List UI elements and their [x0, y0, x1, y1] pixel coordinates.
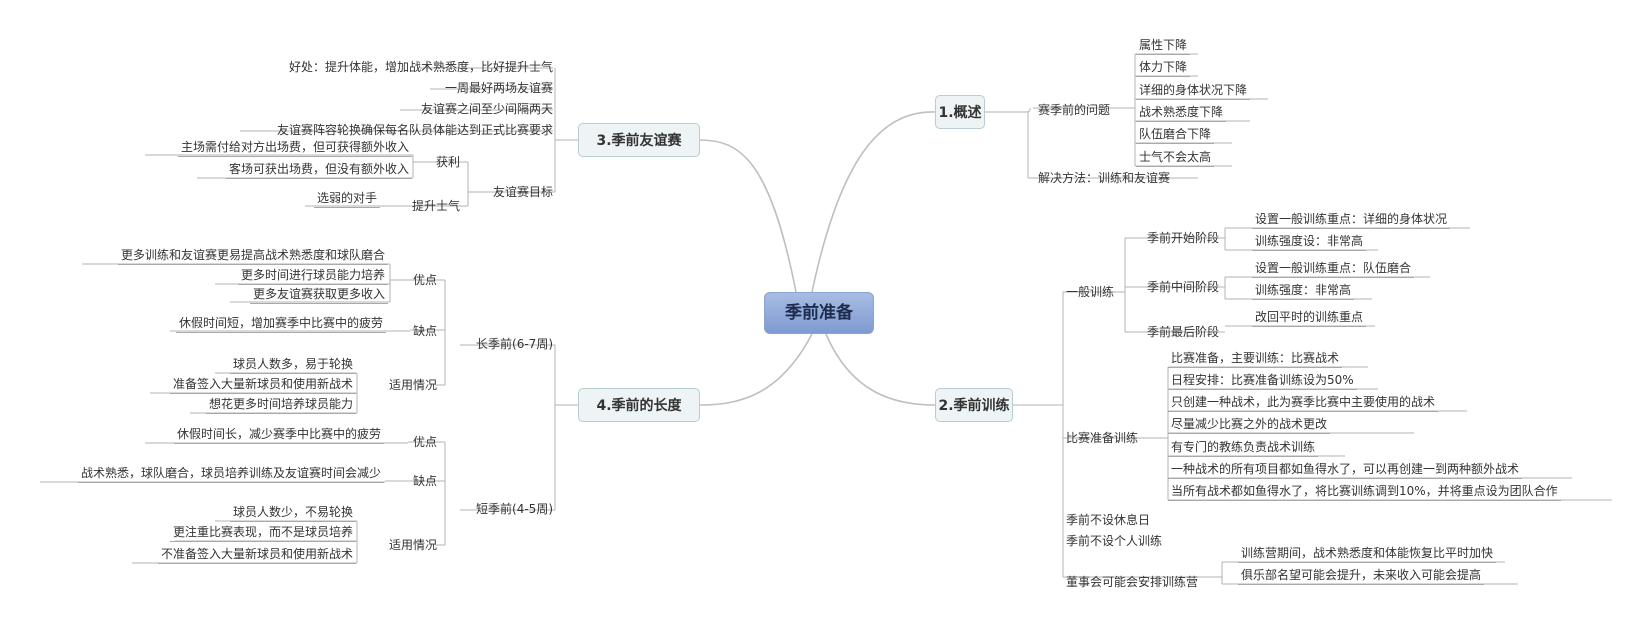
long-pros[interactable]: 优点	[412, 273, 437, 287]
match-item[interactable]: 比赛准备，主要训练：比赛战术	[1168, 350, 1343, 368]
long-fit-item[interactable]: 准备签入大量新球员和使用新战术	[169, 376, 356, 394]
friendly-item[interactable]: 好处：提升体能，增加战术熟悉度，比好提升士气	[288, 60, 553, 74]
short-pros-item[interactable]: 休假时间长，减少赛季中比赛中的疲劳	[173, 426, 384, 444]
long-cons[interactable]: 缺点	[412, 324, 437, 338]
connector-b4	[699, 333, 813, 406]
long-fit-item[interactable]: 球员人数多，易于轮换	[229, 356, 356, 374]
problem-item[interactable]: 队伍磨合下降	[1136, 126, 1215, 144]
connector-b1	[811, 111, 936, 293]
stage-middle-item[interactable]: 设置一般训练重点：队伍磨合	[1252, 260, 1415, 278]
short-fit-item[interactable]: 不准备签入大量新球员和使用新战术	[157, 546, 356, 564]
short-preseason[interactable]: 短季前(4-5周)	[476, 502, 553, 516]
branch-friendlies[interactable]: 3.季前友谊赛	[578, 123, 700, 157]
stage-middle-item[interactable]: 训练强度：非常高	[1252, 282, 1355, 300]
stage-middle[interactable]: 季前中间阶段	[1147, 280, 1220, 294]
short-cons[interactable]: 缺点	[412, 474, 437, 488]
problem-item[interactable]: 详细的身体状况下降	[1136, 82, 1251, 100]
profit-item[interactable]: 主场需付给对方出场费，但可获得额外收入	[177, 139, 412, 157]
friendly-goal[interactable]: 友谊赛目标	[492, 185, 553, 199]
overview-problem[interactable]: 赛季前的问题	[1038, 103, 1111, 117]
stage-start[interactable]: 季前开始阶段	[1147, 231, 1220, 245]
morale-item[interactable]: 选弱的对手	[313, 190, 380, 208]
connector-b2	[825, 333, 936, 406]
long-fit-item[interactable]: 想花更多时间培养球员能力	[205, 396, 356, 414]
short-fit[interactable]: 适用情况	[388, 538, 437, 552]
match-item[interactable]: 有专门的教练负责战术训练	[1168, 439, 1319, 457]
long-pros-item[interactable]: 更多训练和友谊赛更易提高战术熟悉度和球队磨合	[117, 247, 388, 265]
short-pros[interactable]: 优点	[412, 435, 437, 449]
camp-item[interactable]: 俱乐部名望可能会提升，未来收入可能会提高	[1238, 567, 1485, 585]
overview-solution[interactable]: 解决方法：训练和友谊赛	[1038, 171, 1171, 185]
long-preseason[interactable]: 长季前(6-7周)	[476, 337, 553, 351]
no-personal-training[interactable]: 季前不设个人训练	[1066, 534, 1163, 548]
problem-item[interactable]: 士气不会太高	[1136, 149, 1215, 167]
goal-profit[interactable]: 获利	[435, 155, 460, 169]
central-topic[interactable]: 季前准备	[764, 292, 874, 334]
friendly-item[interactable]: 友谊赛阵容轮换确保每名队员体能达到正式比赛要求	[276, 123, 553, 137]
match-item[interactable]: 日程安排：比赛准备训练设为50%	[1168, 372, 1357, 390]
stage-start-item[interactable]: 设置一般训练重点：详细的身体状况	[1252, 211, 1451, 229]
long-pros-item[interactable]: 更多时间进行球员能力培养	[237, 267, 388, 285]
branch-overview[interactable]: 1.概述	[935, 95, 985, 129]
short-cons-item[interactable]: 战术熟悉，球队磨合，球员培养训练及友谊赛时间会减少	[77, 465, 384, 483]
connector-b3	[699, 139, 797, 293]
problem-item[interactable]: 属性下降	[1136, 37, 1191, 55]
no-rest-day[interactable]: 季前不设休息日	[1066, 513, 1151, 527]
match-item[interactable]: 一种战术的所有项目都如鱼得水了，可以再创建一到两种额外战术	[1168, 461, 1523, 479]
problem-item[interactable]: 体力下降	[1136, 59, 1191, 77]
stage-end-item[interactable]: 改回平时的训练重点	[1252, 309, 1367, 327]
branch-preseason-length[interactable]: 4.季前的长度	[578, 388, 700, 422]
stage-start-item[interactable]: 训练强度设：非常高	[1252, 233, 1367, 251]
long-fit[interactable]: 适用情况	[388, 378, 437, 392]
match-prep-training[interactable]: 比赛准备训练	[1066, 431, 1139, 445]
profit-item[interactable]: 客场可获出场费，但没有额外收入	[225, 161, 412, 179]
long-pros-item[interactable]: 更多友谊赛获取更多收入	[249, 286, 388, 304]
stage-end[interactable]: 季前最后阶段	[1147, 325, 1220, 339]
general-training[interactable]: 一般训练	[1066, 285, 1115, 299]
problem-item[interactable]: 战术熟悉度下降	[1136, 104, 1227, 122]
match-item[interactable]: 只创建一种战术，此为赛季比赛中主要使用的战术	[1168, 394, 1439, 412]
short-fit-item[interactable]: 球员人数少，不易轮换	[229, 504, 356, 522]
match-item[interactable]: 尽量减少比赛之外的战术更改	[1168, 416, 1331, 434]
match-item[interactable]: 当所有战术都如鱼得水了，将比赛训练调到10%，并将重点设为团队合作	[1168, 483, 1561, 501]
friendly-item[interactable]: 一周最好两场友谊赛	[444, 81, 553, 95]
camp-item[interactable]: 训练营期间，战术熟悉度和体能恢复比平时加快	[1238, 545, 1497, 563]
friendly-item[interactable]: 友谊赛之间至少间隔两天	[420, 102, 553, 116]
goal-morale[interactable]: 提升士气	[411, 199, 460, 213]
training-camp[interactable]: 董事会可能会安排训练营	[1066, 575, 1199, 589]
short-fit-item[interactable]: 更注重比赛表现，而不是球员培养	[169, 524, 356, 542]
long-cons-item[interactable]: 休假时间短，增加赛季中比赛中的疲劳	[175, 315, 386, 333]
branch-preseason-training[interactable]: 2.季前训练	[935, 388, 1013, 422]
